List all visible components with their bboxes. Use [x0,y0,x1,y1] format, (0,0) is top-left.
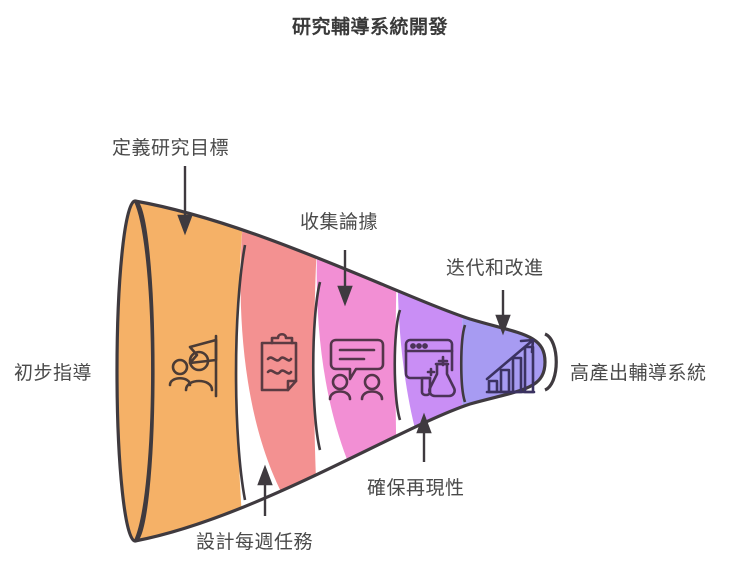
stage-label-2: 設計每週任務 [196,532,314,553]
stage-label-5: 迭代和改進 [446,258,544,279]
segment-divider-4 [459,324,467,403]
arrow-head-stage-2 [257,464,273,486]
people-flag-icon [168,334,218,398]
stage-label-1: 定義研究目標 [112,138,230,159]
browser-flask-icon [404,338,456,398]
arrow-head-stage-4 [416,412,432,434]
input-label: 初步指導 [14,363,93,384]
funnel-mouth [115,199,155,543]
pointer-arrows [177,166,511,516]
page-title: 研究輔導系統開發 [291,17,448,38]
funnel-outline [134,199,547,543]
arrow-head-stage-5 [495,314,511,336]
stage-label-3: 收集論據 [300,212,379,233]
clipboard-icon [260,332,298,392]
segment-divider-2 [311,281,322,451]
funnel-segment-2[interactable] [240,200,320,548]
arrow-head-stage-1 [177,214,193,236]
segment-divider-1 [234,244,247,501]
stage-label-4: 確保再現性 [367,478,465,499]
funnel-outlet-cap [544,332,558,392]
growth-chart-icon [485,338,536,394]
output-label: 高產出輔導系統 [570,363,707,384]
segment-divider-3 [393,309,402,421]
funnel-mouth-inner-edge [133,200,154,542]
discussion-icon [328,338,385,401]
arrow-head-stage-3 [337,285,353,307]
